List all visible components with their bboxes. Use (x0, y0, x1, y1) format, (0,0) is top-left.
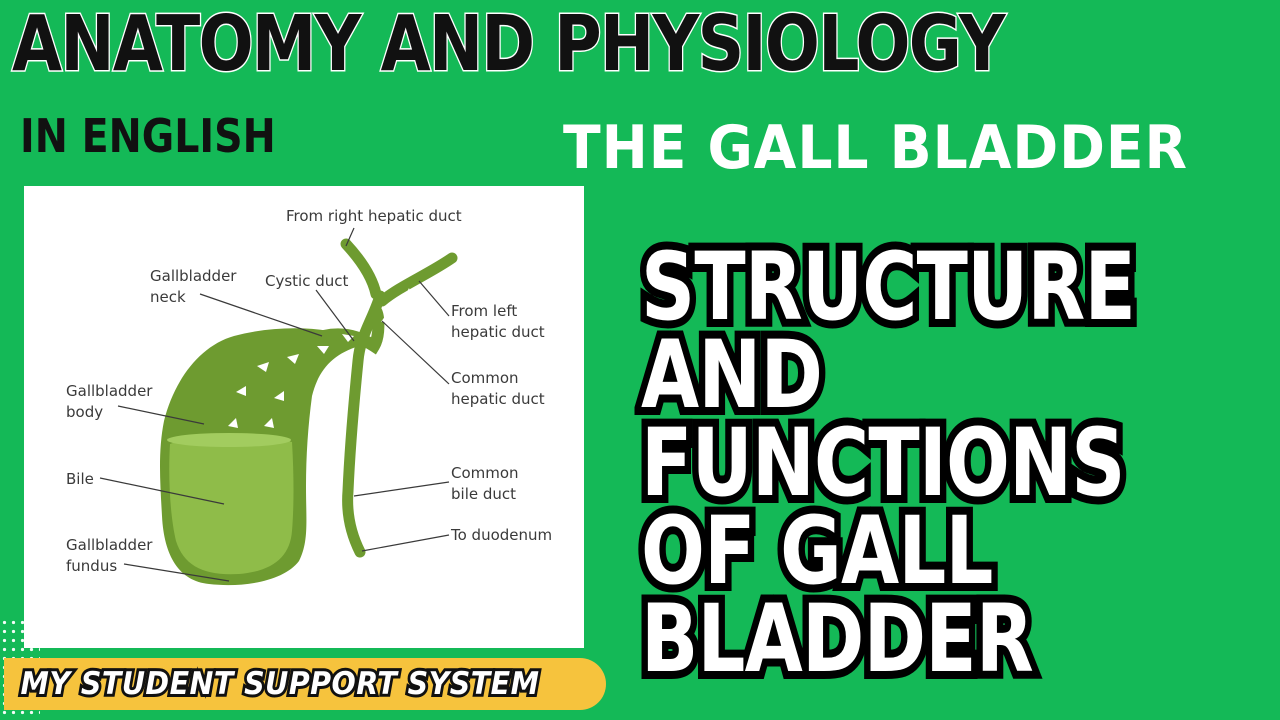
heading-line-5: BLADDER (635, 585, 1041, 695)
heading-line-4: OF GALL (635, 497, 1000, 607)
bile-ducts (340, 238, 458, 558)
label-bile: Bile (66, 470, 94, 488)
gallbladder-illustration: From right hepatic duct Gallbladder neck… (66, 207, 552, 586)
bile-fill (169, 436, 294, 575)
label-gallbladder-fundus-line1: Gallbladder (66, 536, 153, 554)
label-common-bile-line2: bile duct (451, 485, 516, 503)
label-common-hepatic-line1: Common (451, 369, 519, 387)
label-gallbladder-body-line1: Gallbladder (66, 382, 153, 400)
language-subtitle: IN ENGLISH (20, 109, 276, 163)
brand-banner: MY STUDENT SUPPORT SYSTEM (4, 658, 606, 710)
bile-surface (167, 433, 291, 447)
label-cystic-duct: Cystic duct (265, 272, 349, 290)
label-from-right-hepatic-duct: From right hepatic duct (286, 207, 462, 225)
video-heading: STRUCTURE AND FUNCTIONS OF GALL BLADDER (635, 233, 1145, 695)
common-bile-duct (342, 290, 386, 558)
gallbladder-neck (318, 305, 385, 355)
right-hepatic-duct (340, 238, 382, 300)
leader-lines (99, 227, 450, 582)
heading-line-1: STRUCTURE (635, 233, 1143, 343)
main-title: ANATOMY AND PHYSIOLOGY (11, 0, 1007, 89)
heading-line-2: AND (635, 321, 830, 431)
flow-arrows (228, 276, 412, 508)
label-gallbladder-neck-line1: Gallbladder (150, 267, 237, 285)
label-common-hepatic-line2: hepatic duct (451, 390, 545, 408)
label-from-left-line1: From left (451, 302, 517, 320)
left-hepatic-duct (376, 252, 458, 307)
brand-name: MY STUDENT SUPPORT SYSTEM (18, 663, 542, 705)
label-gallbladder-neck-line2: neck (150, 288, 186, 306)
label-gallbladder-body-line2: body (66, 403, 103, 421)
topic-subtitle: THE GALL BLADDER (563, 113, 1188, 183)
heading-line-3: FUNCTIONS (635, 409, 1132, 519)
gallbladder-diagram: From right hepatic duct Gallbladder neck… (24, 186, 584, 648)
label-to-duodenum: To duodenum (450, 526, 552, 544)
label-from-left-line2: hepatic duct (451, 323, 545, 341)
label-gallbladder-fundus-line2: fundus (66, 557, 117, 575)
label-common-bile-line1: Common (451, 464, 519, 482)
